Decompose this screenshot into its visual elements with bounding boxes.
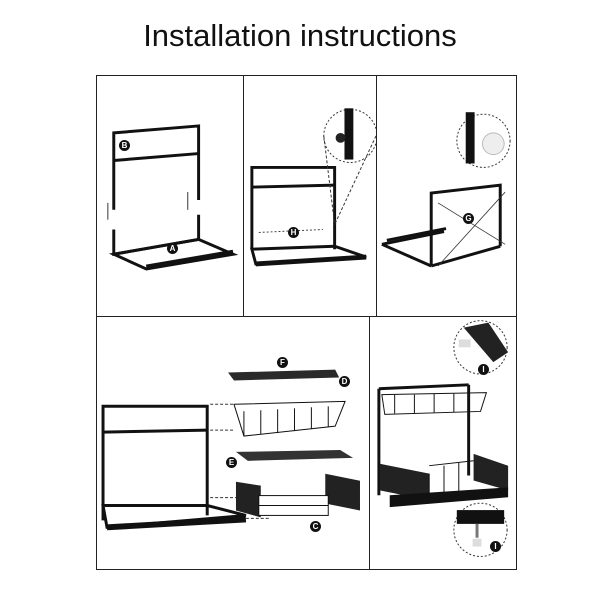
part-label-i-top: I [478,364,489,375]
step-1-panel: B A [96,75,244,317]
part-label-f: F [277,357,288,368]
part-label-i-bottom: I [490,541,501,552]
part-label-g: G [463,213,474,224]
page-title: Installation instructions [143,18,457,53]
step-4-panel: F D E C [96,316,370,570]
part-label-h: H [288,227,299,238]
part-label-c: C [310,521,321,532]
step-2-panel: H [243,75,377,317]
part-label-a: A [167,243,178,254]
part-label-e: E [226,457,237,468]
completed-rack-drawing [377,320,509,557]
frame-assembly-drawing [107,124,239,271]
basket-assembly-drawing [101,369,360,531]
part-label-d: D [339,376,350,387]
part-label-b: B [119,140,130,151]
frame-screw-drawing [249,108,376,267]
step-3-panel: G [376,75,517,317]
frame-foot-pads-drawing [381,112,511,268]
step-5-panel: I I [369,316,517,570]
